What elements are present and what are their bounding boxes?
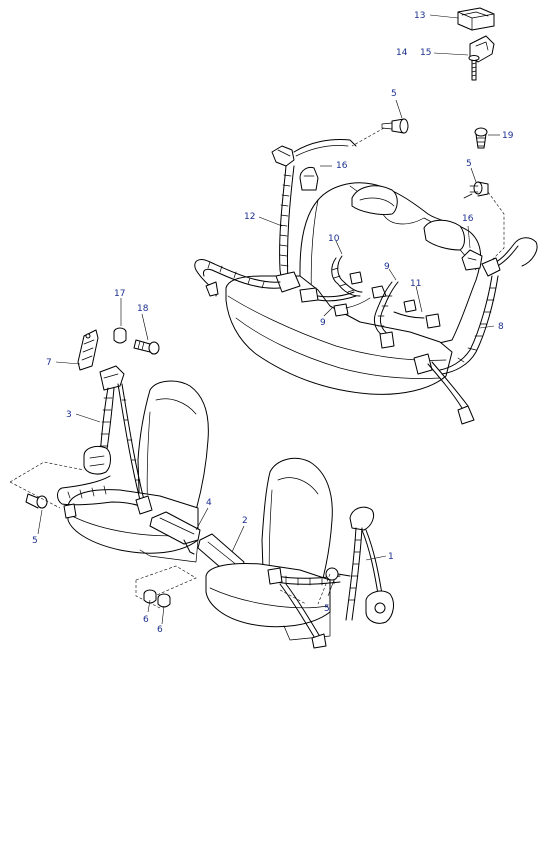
leader-4 [195,507,209,531]
leader-6a [147,599,151,613]
leader-3 [75,413,101,423]
leader-10 [335,240,343,255]
part-5-bolt-left [25,493,48,509]
callout-5-upper: 5 [391,89,397,99]
callout-16-right: 16 [462,214,474,224]
part-18-bolt [133,339,160,355]
leader-1 [365,555,387,561]
leader-7 [55,361,81,365]
leader-6b [161,605,165,625]
part-19-clip [474,127,488,149]
leader-16b [467,225,471,249]
rear-bench-seat [225,182,481,395]
callout-15: 15 [420,48,431,58]
callout-5-right: 5 [466,159,472,169]
leader-9a [388,268,397,281]
callout-1: 1 [388,552,394,562]
part-17-nut [113,327,127,344]
part-3-front-belt-left [57,365,153,519]
part-14-15-guide-bolt [468,35,495,81]
part-16-guide-right [461,249,483,271]
callout-5-right-seat: 5 [324,604,330,614]
callout-13: 13 [414,11,425,21]
part-8-rear-belt-right [413,237,538,425]
part-10-9-buckle-set [299,255,387,317]
callout-6-b: 6 [157,625,163,635]
part-12-rear-belt-left [194,139,357,297]
leader-2 [231,525,245,553]
callout-17: 17 [114,289,125,299]
callout-14: 14 [396,48,408,58]
part-7-pillar-adjuster [77,329,99,371]
dash-6 [135,565,197,609]
part-5-bolt-upper [381,118,409,134]
leader-8 [479,325,495,329]
leader-14-15 [433,52,469,56]
callout-18: 18 [137,304,149,314]
front-seat-left [67,380,209,563]
dash-5c [9,461,85,509]
callout-5-left: 5 [32,536,38,546]
leader-13 [429,14,459,19]
part-9-11-buckle-set [373,281,441,349]
part-6-nut-a [143,589,157,604]
callout-2: 2 [242,516,248,526]
part-4-buckle-left [149,511,201,555]
callout-4: 4 [206,498,212,508]
callout-19: 19 [502,131,514,141]
callout-6-a: 6 [143,615,149,625]
callout-12: 12 [244,212,255,222]
leader-5c [37,509,43,535]
leader-18 [141,313,149,341]
leader-11 [415,285,423,313]
part-1-front-belt-right [267,506,394,649]
leader-5b [470,167,477,183]
part-6-nut-b [157,593,171,608]
leader-9b [323,307,333,317]
leader-12 [258,216,283,227]
part-16-guide-left [299,167,319,191]
leader-5a [395,99,403,119]
dash-5d [279,573,331,605]
callout-9-lower: 9 [320,318,326,328]
callout-3: 3 [66,410,72,420]
callout-11: 11 [410,279,421,289]
part-5-bolt-right [463,181,489,199]
callout-16-left: 16 [336,161,348,171]
dash-5a [351,127,385,147]
part-13-cover [457,7,495,31]
leader-5d [327,579,335,597]
dash-5b [487,191,505,261]
callout-9-upper: 9 [384,262,390,272]
callout-8: 8 [498,322,504,332]
callout-7: 7 [46,358,52,368]
callout-10: 10 [328,234,340,244]
